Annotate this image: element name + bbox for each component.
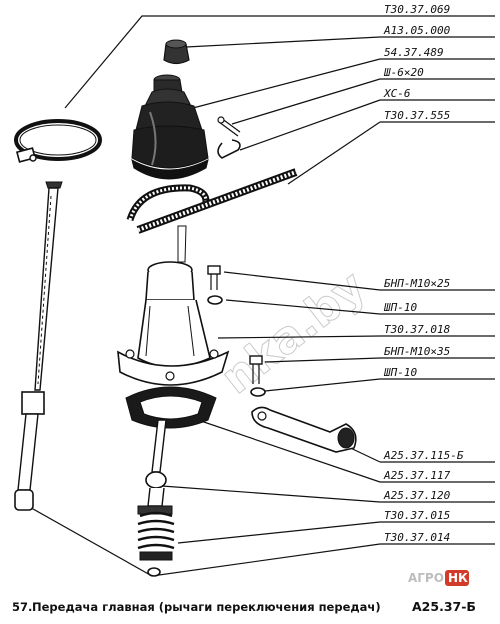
callout-label: 54.37.489 <box>384 46 444 59</box>
figure-caption: 57. Передача главная (рычаги переключени… <box>12 599 476 614</box>
callout-label: Ш-6×20 <box>383 66 424 79</box>
callout-label: А25.37.120 <box>383 489 451 502</box>
washer-upper <box>207 295 223 305</box>
callout-label: ХС-6 <box>383 87 411 100</box>
callout-labels: Т30.37.069 А13.05.000 54.37.489 Ш-6×20 Х… <box>383 3 464 544</box>
lever-housing <box>117 225 230 386</box>
caption-title: Передача главная (рычаги переключения пе… <box>32 600 381 614</box>
bolt-m10x25 <box>207 265 221 290</box>
spring-clip <box>217 139 241 159</box>
callout-label: БНП-М10×35 <box>384 345 450 358</box>
band-strap <box>126 168 298 234</box>
leader-lines <box>25 15 495 577</box>
callout-label: ШП-10 <box>383 366 417 379</box>
washer-lower <box>250 387 266 397</box>
agronk-logo: АГРО НК <box>408 570 469 586</box>
shift-shaft-assembly <box>137 419 175 577</box>
logo-right-text: НК <box>448 571 468 585</box>
split-pin <box>217 116 241 137</box>
gear-lever-rod <box>14 181 63 511</box>
callout-label: Т30.37.069 <box>384 3 450 16</box>
rubber-boot <box>131 74 209 180</box>
logo-left-text: АГРО <box>408 571 444 585</box>
callout-label: А25.37.115-Б <box>383 449 464 462</box>
callout-label: А25.37.117 <box>383 469 451 482</box>
callout-label: ШП-10 <box>383 301 417 314</box>
caption-number: 57. <box>12 600 32 614</box>
watermark-text: nka.by <box>212 261 375 404</box>
callout-label: Т30.37.014 <box>384 531 450 544</box>
callout-label: БНП-М10×25 <box>384 277 450 290</box>
bolt-m10x35 <box>249 355 263 384</box>
rubber-plug <box>163 39 190 65</box>
callout-label: Т30.37.555 <box>384 109 450 122</box>
caption-code: А25.37-Б <box>412 599 476 614</box>
shift-lever-arm <box>251 406 357 453</box>
callout-label: Т30.37.015 <box>384 509 450 522</box>
clamp-ring <box>14 119 102 163</box>
callout-label: А13.05.000 <box>383 24 451 37</box>
callout-label: Т30.37.018 <box>384 323 451 336</box>
gasket <box>125 386 217 429</box>
